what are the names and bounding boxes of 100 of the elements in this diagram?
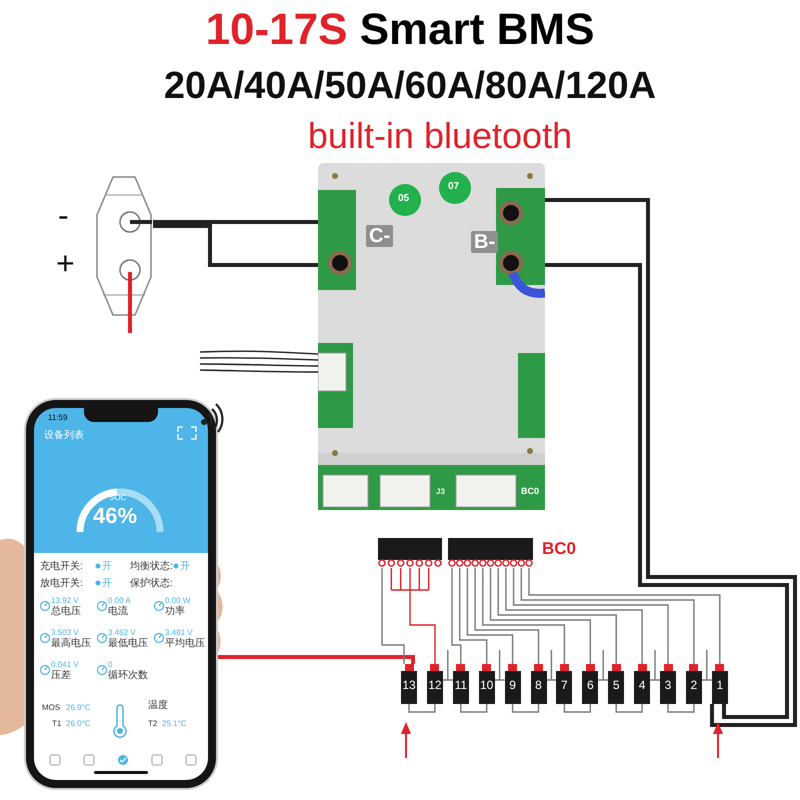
wire [498,568,617,664]
reading-value: 0.00 W [165,597,190,606]
reading-label: 平均电压 [165,638,205,649]
reading-value: 0 [108,661,112,670]
temperature-value: 25.1°C [162,720,187,729]
connector-label: BC0 [542,540,576,559]
subtitle: 20A/40A/50A/60A/80A/120A [162,66,658,108]
cell-number: 1 [715,679,724,692]
setting-label: 放电开关: [40,578,83,589]
cell-number: 2 [690,679,698,692]
wire [490,568,591,664]
soc-value: 46% [93,504,138,528]
battery-cell [634,664,650,704]
wire [616,704,643,713]
wire [512,568,669,664]
subtitle: built-in bluetooth [306,116,574,156]
battery-cell [608,664,624,704]
wire [474,568,540,664]
polarity-sign: + [56,246,75,282]
reading-value: 13.92 V [51,597,79,606]
charging-port-drawing [95,175,153,317]
wire [598,649,609,681]
wire [466,568,514,664]
cell-number: 10 [479,679,494,692]
wire [216,655,415,664]
wire [494,649,506,681]
setting-label: 均衡状态: [130,561,173,572]
wire [381,568,405,664]
setting-label: 保护状态: [130,578,173,589]
reading-label: 最低电压 [108,638,148,649]
reading-value: 0.041 V [51,661,79,670]
wire [460,704,488,713]
battery-cell [556,664,572,704]
wire [459,568,488,664]
wire [528,568,720,664]
battery-cell [426,664,443,704]
battery-cell [582,664,598,704]
wire [153,220,318,224]
wire [701,649,712,681]
reading-label: 最高电压 [51,638,91,649]
reading-value: 3.481 V [165,629,193,638]
sticker-number: 07 [448,181,460,192]
battery-cell [686,664,702,704]
wire [408,704,436,713]
cell-number: 3 [664,679,672,692]
temperature-label: T1 [52,720,62,729]
screen-heading: 设备列表 [44,430,84,441]
wire [199,350,319,373]
temperature-label: T2 [148,720,158,729]
wire [545,198,797,727]
setting-value: 开 [180,561,190,572]
wire [667,704,695,713]
setting-value: 开 [102,561,112,572]
wire [505,568,643,664]
battery-cell [401,664,417,704]
cell-number: 8 [534,679,543,692]
battery-cell [530,664,546,704]
battery-cell [660,664,676,704]
cell-number: 12 [427,679,443,692]
wire [649,649,661,681]
cell-number: 9 [508,679,517,692]
reading-label: 电流 [108,606,128,617]
status-time: 11:59 [48,414,68,423]
connector-label: J3 [436,488,445,497]
polarity-sign: - [58,198,69,234]
connector-block [448,538,533,568]
cell-number: 7 [560,679,569,692]
cell-number: 4 [638,679,646,692]
terminal-label: B- [471,231,498,253]
wire [512,704,540,713]
battery-cell [712,664,728,704]
connector-block [378,538,442,568]
reading-label: 循环次数 [108,670,148,681]
cell-number: 13 [401,679,417,692]
title: 10-17S Smart BMS [204,6,596,54]
reading-label: 功率 [165,606,185,617]
wire [128,317,132,333]
wire [442,649,454,681]
wire [564,704,591,713]
wire [546,649,558,681]
cell-number: 6 [586,679,595,692]
battery-cell [452,664,469,704]
reading-value: 3.462 V [108,629,136,638]
reading-label: 总电压 [51,606,81,617]
wire [153,224,318,267]
sticker-number: 05 [398,193,410,204]
battery-cell [504,664,521,704]
setting-value: 开 [102,578,112,589]
setting-label: 充电开关: [40,561,83,572]
smartphone-picture [26,400,216,788]
wire [482,568,566,664]
cell-number: 11 [454,679,468,692]
temperature-value: 26.0°C [66,720,91,729]
wire [545,263,789,719]
reading-value: 3.503 V [51,629,79,638]
reading-value: 0.00 A [108,597,131,606]
connector-label: BC0 [521,487,540,497]
temperature-label: 温度 [148,700,168,711]
wire [520,568,695,664]
cell-number: 5 [612,679,621,692]
